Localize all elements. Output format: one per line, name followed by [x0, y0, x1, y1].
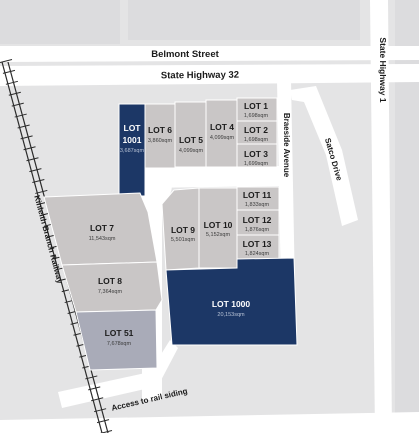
lot-8-area: 7,364sqm	[98, 289, 123, 295]
lot-3-area: 1,699sqm	[244, 161, 269, 167]
railway-tie	[5, 80, 19, 85]
lot-7[interactable]: LOT 7 11,543sqm	[43, 192, 158, 266]
railway-tie	[93, 408, 107, 413]
railway-tie	[0, 59, 13, 63]
railway-tie	[8, 91, 21, 96]
lot-6-area: 3,860sqm	[148, 138, 173, 144]
lot-1000-name: LOT 1000	[212, 299, 251, 309]
lot-5-area: 4,099sqm	[179, 148, 204, 154]
railway-tie	[96, 419, 110, 424]
lot-7-name: LOT 7	[90, 223, 114, 233]
lots-layer: LOT 1001 3,687sqm LOT 6 3,860sqm LOT 5 4…	[43, 97, 298, 371]
lot-13[interactable]: LOT 13 1,824sqm	[236, 234, 280, 260]
lot-12-area: 1,876sqm	[245, 227, 270, 233]
braeside-avenue-label: Braeside Avenue	[282, 113, 291, 178]
building-block	[0, 0, 120, 44]
lot-11-area: 1,833sqm	[245, 202, 270, 208]
belmont-street-road	[0, 46, 419, 62]
railway-tie	[17, 124, 30, 129]
lot-8-name: LOT 8	[98, 276, 122, 286]
lot-11[interactable]: LOT 11 1,833sqm	[236, 186, 280, 211]
lot-5-name: LOT 5	[179, 135, 203, 145]
railway-tie	[20, 135, 33, 140]
lot-4-area: 4,099sqm	[210, 135, 235, 141]
lot-3[interactable]: LOT 3 1,699sqm	[236, 143, 278, 168]
lot-1000-area: 20,153sqm	[217, 312, 245, 318]
railway-tie	[23, 146, 36, 151]
rail-siding-access-road	[58, 340, 178, 408]
bottom-road	[0, 412, 419, 433]
lot-1[interactable]: LOT 1 1,698sqm	[236, 97, 278, 122]
lot-9[interactable]: LOT 9 5,501sqm	[161, 187, 200, 271]
lot-51-name: LOT 51	[105, 328, 134, 338]
lot-4[interactable]: LOT 4 4,099sqm	[205, 99, 238, 168]
state-highway-32-road	[0, 64, 419, 86]
lot-10-name: LOT 10	[204, 220, 233, 230]
lot-1001-name: LOT	[124, 123, 142, 133]
satco-drive-road	[290, 86, 358, 226]
state-highway-1-label: State Highway 1	[378, 37, 388, 102]
building-block	[128, 0, 360, 40]
railway-tie	[11, 102, 24, 107]
lot-2-area: 1,698sqm	[244, 137, 269, 143]
state-highway-32-label: State Highway 32	[161, 70, 239, 82]
lot-9-area: 5,501sqm	[171, 237, 196, 243]
lot-51-area: 7,678sqm	[107, 341, 132, 347]
lot-12-name: LOT 12	[243, 215, 272, 225]
lot-11-name: LOT 11	[243, 190, 272, 200]
lot-6-name: LOT 6	[148, 125, 172, 135]
lot-13-name: LOT 13	[243, 239, 272, 249]
lot-1-area: 1,698sqm	[244, 113, 269, 119]
lot-8[interactable]: LOT 8 7,364sqm	[61, 261, 163, 313]
state-highway-1-road	[370, 0, 392, 433]
lot-4-name: LOT 4	[210, 122, 234, 132]
lot-2[interactable]: LOT 2 1,698sqm	[236, 120, 278, 145]
railway-tie	[14, 113, 27, 118]
railway-tie	[26, 157, 39, 162]
lot-6[interactable]: LOT 6 3,860sqm	[144, 103, 176, 169]
railway-tie	[35, 189, 48, 194]
lot-1000[interactable]: LOT 1000 20,153sqm	[165, 257, 298, 346]
railway-tie	[91, 397, 104, 402]
internal-street	[145, 166, 280, 188]
lot-13-area: 1,824sqm	[245, 251, 270, 257]
lot-2-name: LOT 2	[244, 125, 268, 135]
railway-tie	[32, 179, 45, 184]
belmont-street-label: Belmont Street	[151, 49, 219, 60]
lot-1001[interactable]: LOT 1001 3,687sqm	[118, 103, 146, 197]
lot-51[interactable]: LOT 51 7,678sqm	[75, 309, 158, 371]
lot-9-name: LOT 9	[171, 225, 195, 235]
lot-7-area: 11,543sqm	[89, 236, 116, 242]
lot-10[interactable]: LOT 10 5,152sqm	[198, 187, 238, 269]
railway-tie	[88, 386, 101, 391]
railway-tie	[2, 69, 16, 74]
lot-10-area: 5,152sqm	[206, 232, 231, 238]
lot-1-name: LOT 1	[244, 101, 268, 111]
railway-tie	[29, 168, 42, 173]
lot-12[interactable]: LOT 12 1,876sqm	[236, 209, 280, 236]
lot-1001-area: 3,687sqm	[120, 148, 145, 154]
railway-tie	[99, 430, 113, 433]
lot-3-name: LOT 3	[244, 149, 268, 159]
railway-tie	[85, 375, 98, 380]
lot-1001-name-2: 1001	[123, 135, 142, 145]
lot-5[interactable]: LOT 5 4,099sqm	[174, 101, 207, 168]
